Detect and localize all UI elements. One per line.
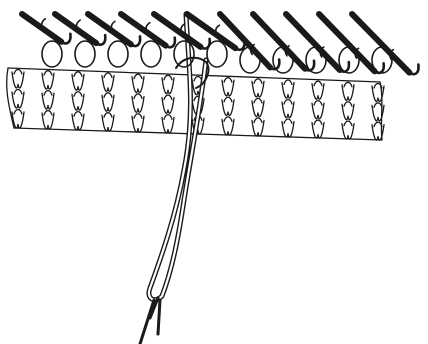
background: [0, 0, 428, 344]
knitting-machine-illustration: [0, 0, 428, 344]
